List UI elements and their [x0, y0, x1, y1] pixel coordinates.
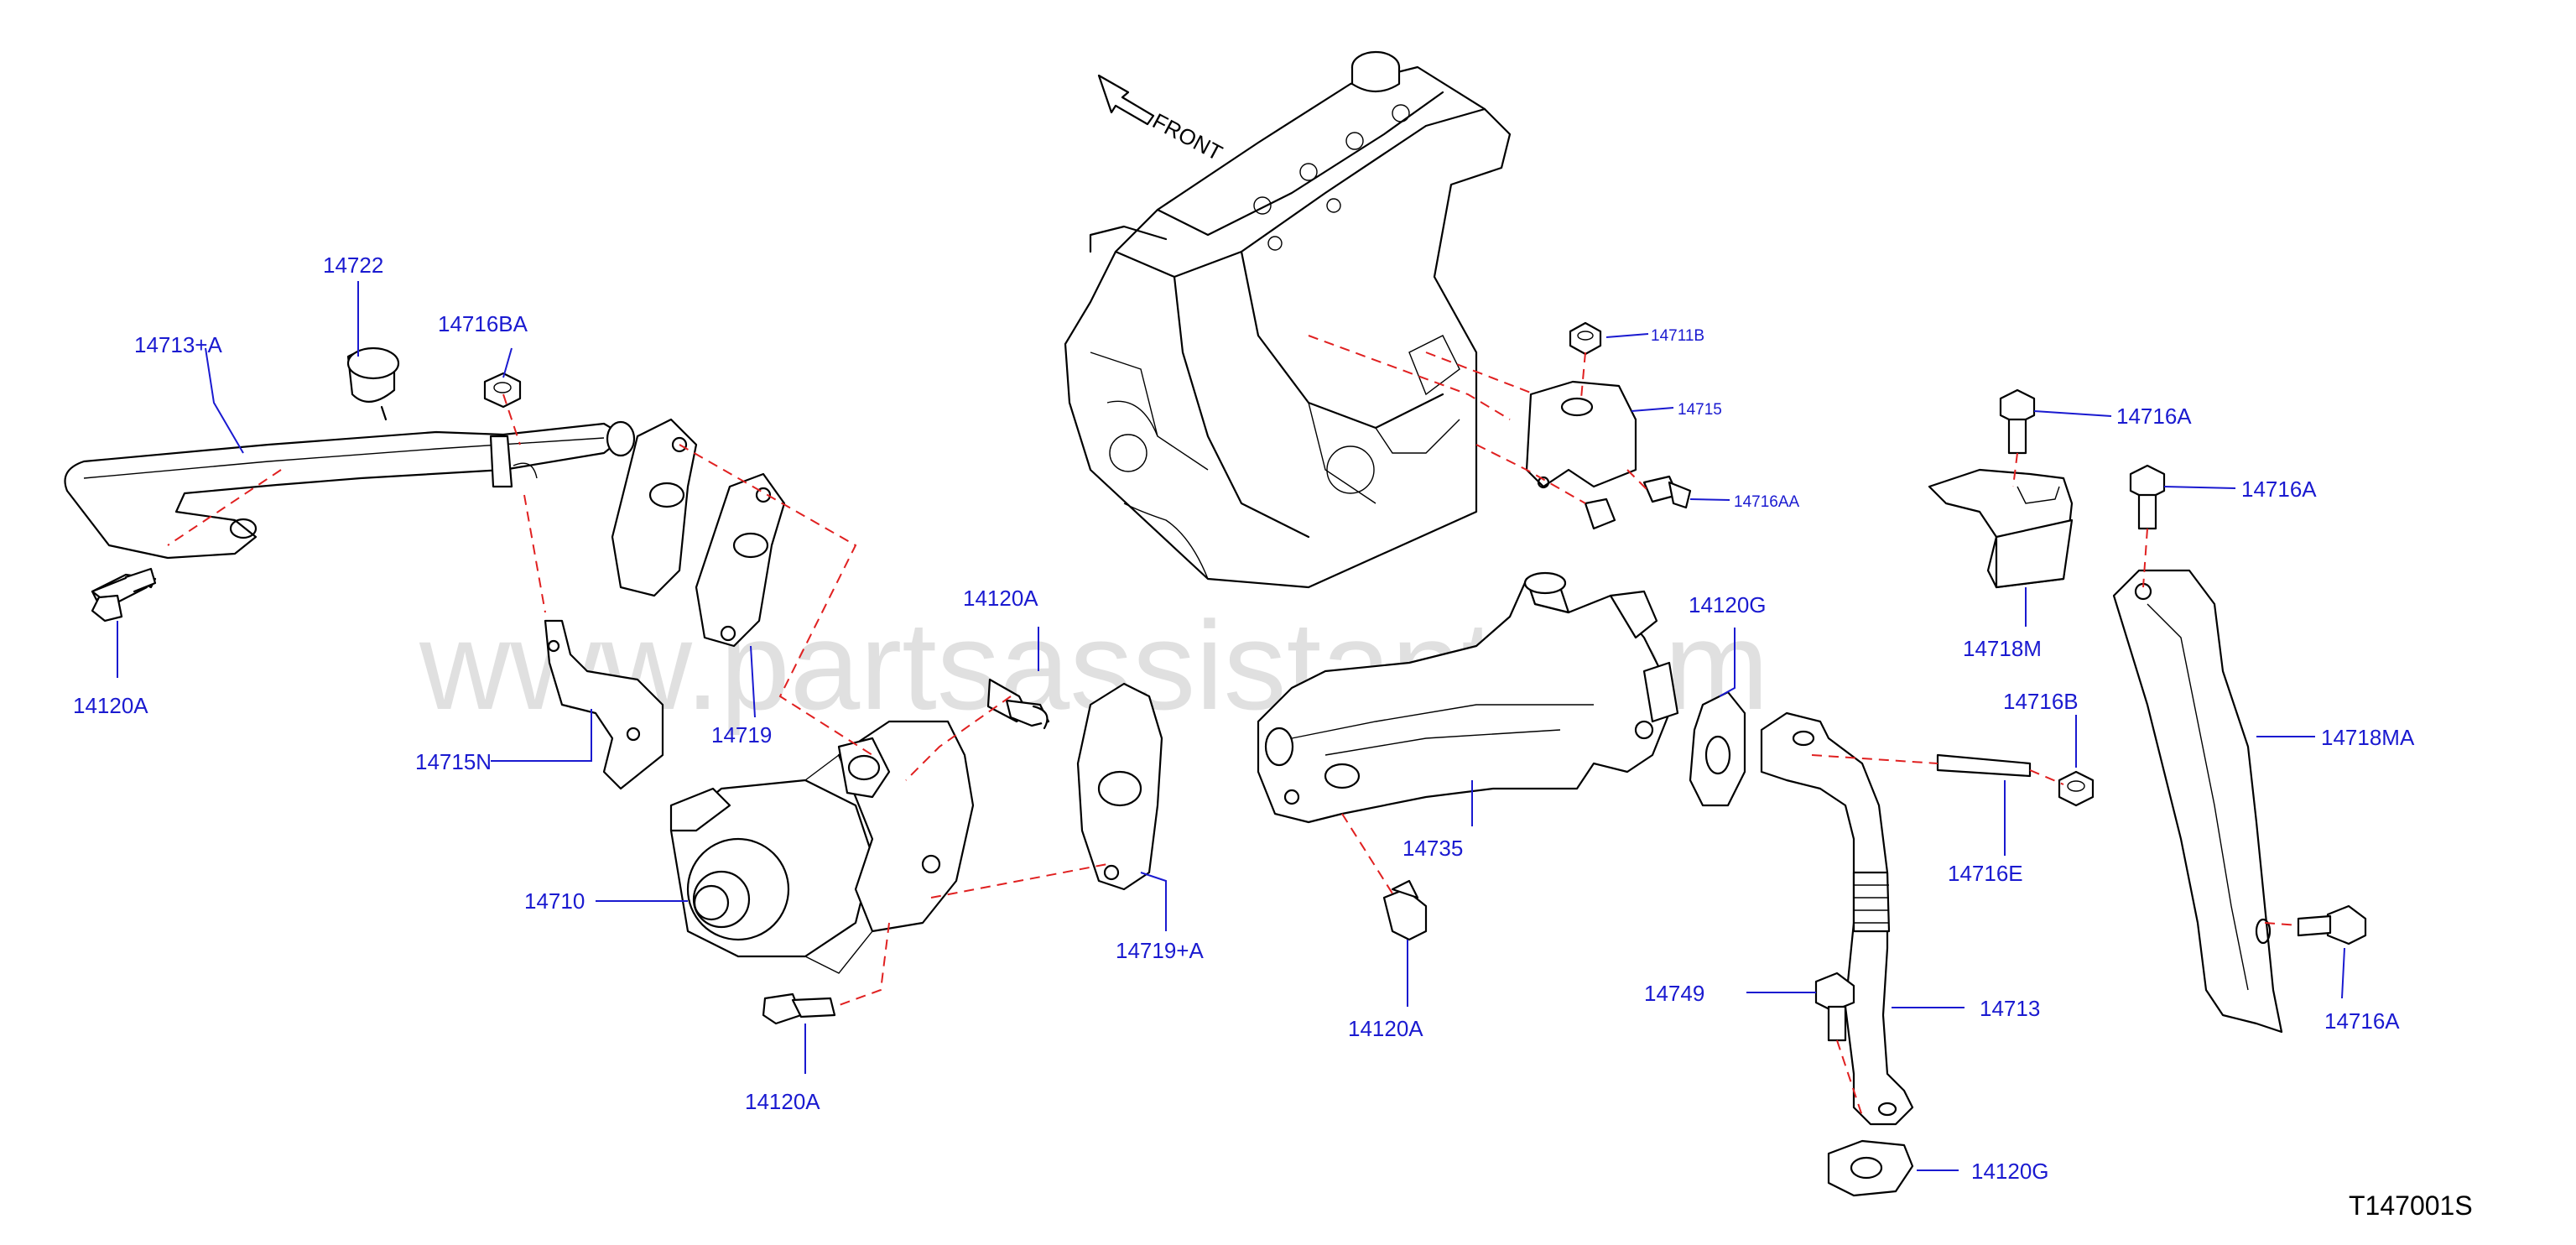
gasket-14719A: [1076, 682, 1163, 891]
label-14715N: 14715N: [415, 749, 492, 774]
front-arrow: FRONT: [1097, 74, 1226, 166]
label-14120A-center: 14120A: [1348, 1016, 1423, 1041]
label-14716B: 14716B: [2003, 689, 2079, 714]
nut-14716BA: [483, 372, 522, 409]
bolt-14120A-bottom: [762, 992, 836, 1025]
bracket-14715: [1525, 380, 1637, 489]
bolt-14120A-center: [1382, 879, 1428, 941]
bolt-14716AA: [1584, 475, 1692, 530]
bolt-14716A-second: [2129, 464, 2166, 530]
label-14716E: 14716E: [1948, 861, 2023, 886]
label-14749: 14749: [1644, 981, 1704, 1006]
heat-shield-14718M: [1928, 468, 2074, 589]
bolt-14716A-bottom: [2297, 904, 2367, 945]
label-14735: 14735: [1402, 836, 1463, 861]
bolt-14120A-mid: [986, 678, 1050, 730]
label-14713-plus-a: 14713+A: [134, 332, 222, 357]
heat-shield-14718MA: [2112, 569, 2283, 1034]
label-14710: 14710: [524, 888, 585, 914]
label-14719-plus-a: 14719+A: [1116, 938, 1204, 963]
label-14715: 14715: [1678, 401, 1722, 419]
label-14716A-second: 14716A: [2241, 477, 2317, 502]
label-14120G-bottom: 14120G: [1971, 1159, 2049, 1184]
label-14718MA: 14718MA: [2321, 725, 2415, 750]
gasket-14719: [611, 418, 786, 648]
label-14722: 14722: [323, 253, 383, 278]
nut-14711B: [1569, 321, 1602, 356]
egr-valve: [669, 720, 975, 974]
label-14716BA: 14716BA: [438, 311, 528, 336]
stud-14716E: [1936, 753, 2032, 778]
label-14120A-mid: 14120A: [963, 586, 1038, 611]
label-14716A-bottom: 14716A: [2324, 1008, 2400, 1034]
egr-tube-upper: [64, 420, 636, 560]
bracket-14715N: [544, 619, 664, 790]
assembly-lines: [167, 335, 2299, 1117]
nut-14716B: [2058, 770, 2095, 807]
label-14120A-bottom: 14120A: [745, 1089, 820, 1114]
diagram-code: T147001S: [2349, 1190, 2473, 1221]
engine-block: [1064, 50, 1512, 589]
part-labels: 14722 14713+A 14716BA 14120A 14715N 1471…: [73, 253, 2415, 1184]
label-14120A-left: 14120A: [73, 693, 148, 718]
gasket-14120G-top: [1689, 690, 1746, 807]
bolt-14749: [1814, 972, 1855, 1042]
bolt-14716A-top: [1999, 388, 2036, 455]
clamp-ring: [346, 346, 400, 421]
label-14120G-top: 14120G: [1689, 592, 1767, 617]
bolt-14120A-left: [91, 567, 157, 622]
label-14716AA: 14716AA: [1734, 493, 1800, 511]
leader-lines: [117, 281, 2345, 1171]
label-14719: 14719: [711, 722, 772, 748]
egr-cooler: [1257, 571, 1679, 824]
label-14711B: 14711B: [1651, 327, 1704, 345]
gasket-14120G-bottom: [1827, 1139, 1914, 1197]
label-14716A-top: 14716A: [2116, 404, 2192, 429]
front-label: FRONT: [1148, 108, 1226, 166]
label-14713: 14713: [1980, 996, 2040, 1021]
egr-tube-lower: [1760, 711, 1914, 1126]
label-14718M: 14718M: [1963, 636, 2042, 661]
